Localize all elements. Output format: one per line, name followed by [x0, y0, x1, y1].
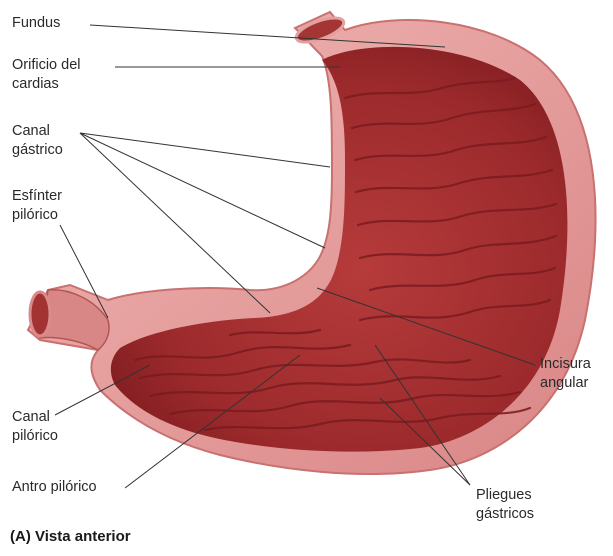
label-canal-pilorico-line2: pilórico: [12, 427, 58, 446]
label-incisura-angular-line2: angular: [540, 374, 588, 393]
label-canal-pilorico-line1: Canal: [12, 408, 50, 427]
label-canal-gastrico-line2: gástrico: [12, 141, 63, 160]
label-esfinter-pilorico-line2: pilórico: [12, 206, 58, 225]
duodenum-opening: [30, 292, 50, 336]
label-fundus: Fundus: [12, 14, 60, 33]
label-pliegues-gastricos-line2: gástricos: [476, 505, 534, 524]
label-orificio-cardias-line2: cardias: [12, 75, 59, 94]
leader-canal-gastrico-1: [80, 133, 330, 167]
label-antro-pilorico: Antro pilórico: [12, 478, 97, 497]
figure-caption: (A) Vista anterior: [10, 528, 131, 545]
label-canal-gastrico-line1: Canal: [12, 122, 50, 141]
label-orificio-cardias-line1: Orificio del: [12, 56, 81, 75]
leader-canal-gastrico-3: [80, 133, 270, 313]
leader-canal-gastrico-2: [80, 133, 325, 248]
label-incisura-angular-line1: Incisura: [540, 355, 591, 374]
label-esfinter-pilorico-line1: Esfínter: [12, 187, 62, 206]
label-pliegues-gastricos-line1: Pliegues: [476, 486, 532, 505]
